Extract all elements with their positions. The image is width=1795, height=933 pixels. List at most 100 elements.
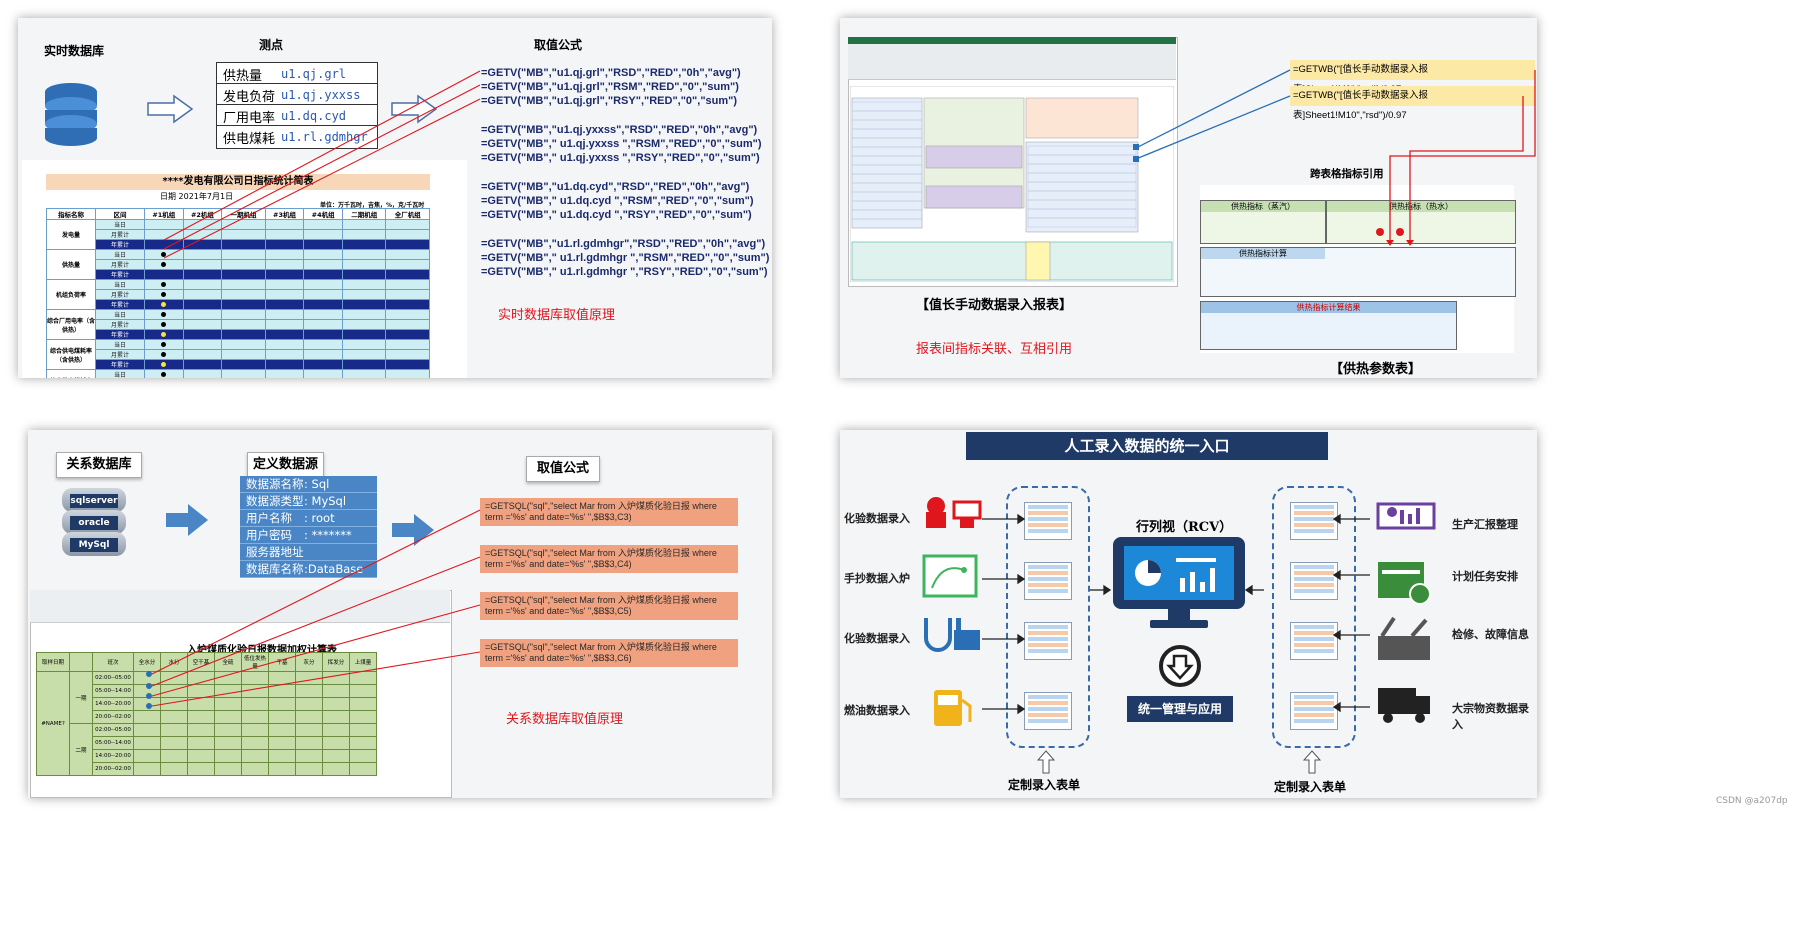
realtime-db-label: 实时数据库 (44, 44, 105, 58)
heat-calc-title: 供热指标计算 (1201, 248, 1325, 259)
value-cell (241, 736, 269, 750)
datasource-key: 服务器地址 (246, 545, 304, 559)
table-row: 20:00--02:00 (37, 710, 377, 724)
database-icon (45, 83, 97, 146)
thumbnail-line (1028, 571, 1068, 575)
right-entry-label: 生产汇报整理 (1452, 518, 1518, 531)
truck-icon (1378, 688, 1430, 723)
table-header-cell: 全厂机组 (385, 208, 430, 220)
thumbnail-line (1294, 625, 1334, 629)
form-thumbnail (1290, 562, 1338, 600)
table-row: 月累计 (47, 229, 430, 240)
sql-sheet-title: 入炉煤质化验日报数据加权计算表 (187, 645, 337, 656)
heat-calc-block: 供热指标计算 (1200, 247, 1516, 297)
getsql-formula: =GETSQL("sql","select Mar from 入炉煤质化验日报 … (480, 545, 738, 573)
table-header-cell: 全硫 (214, 652, 242, 672)
point-name: 供电煤耗 (223, 131, 276, 147)
thumbnail-line (1294, 505, 1334, 509)
thumbnail-line (1294, 583, 1334, 587)
datasource-key: 数据源类型 (246, 494, 304, 508)
value-cell (295, 749, 323, 763)
getv-formula: =GETV("MB"," u1.rl.gdmhgr ","RSM","RED",… (481, 252, 770, 264)
unified-entry-title: 人工录入数据的统一入口 (966, 432, 1328, 460)
thumbnail-line (1294, 719, 1334, 723)
right-entry-label: 检修、故障信息 (1452, 628, 1529, 641)
getv-formula: =GETV("MB","u1.dq.cyd","RSD","RED","0h",… (481, 181, 750, 193)
table-header-cell: 全水分 (133, 652, 161, 672)
panel-unified-entry: 人工录入数据的统一入口 化验数据录入手抄数据入炉化验数据录入燃油数据录入 生产汇… (840, 430, 1537, 798)
thumbnail-line (1294, 707, 1334, 711)
monitor-icon (1113, 537, 1245, 628)
thumbnail-line (1028, 589, 1068, 593)
custom-form-caption-left: 定制录入表单 (1008, 778, 1081, 792)
up-arrow-icon (1303, 750, 1321, 774)
getsql-formula: =GETSQL("sql","select Mar from 入炉煤质化验日报 … (480, 592, 738, 620)
thumbnail-line (1294, 565, 1334, 569)
rcv-title: 行列视（RCV） (1136, 520, 1233, 535)
table-row: 年累计 (47, 359, 430, 370)
value-cell (295, 762, 323, 776)
table-row: 20:00--02:00 (37, 762, 377, 776)
thumbnail-line (1028, 713, 1068, 717)
value-cell (241, 749, 269, 763)
dot-marker (161, 262, 167, 267)
thumbnail-line (1028, 565, 1068, 569)
dot-marker (161, 362, 167, 367)
table-row: 年累计 (47, 269, 430, 280)
value-cell (349, 710, 377, 724)
point-name: 厂用电率 (223, 110, 276, 126)
row-label: 供热量 (46, 249, 96, 280)
thumbnail-line (1294, 713, 1334, 717)
thumbnail-line (1294, 517, 1334, 521)
dot-marker (161, 342, 167, 347)
caption-relational: 关系数据库取值原理 (506, 712, 624, 727)
dot-marker (161, 292, 167, 297)
form-thumbnail (1024, 502, 1072, 540)
db-name: sqlserver (70, 494, 118, 508)
value-cell (268, 762, 296, 776)
value-cell (322, 710, 350, 724)
dot-marker (161, 312, 167, 317)
value-cell (322, 723, 350, 737)
thumbnail-line (1294, 589, 1334, 593)
datasource-key: 数据库名称 (246, 562, 304, 576)
value-cell (160, 710, 188, 724)
row-label: 综合厂用电率（含供热） (46, 309, 96, 340)
up-arrow-icon (1037, 750, 1055, 774)
table-header-cell: 班次 (92, 652, 134, 672)
points-header: 测点 (259, 38, 284, 52)
fuel-pump-icon (934, 690, 972, 726)
cross-ref-label: 跨表格指标引用 (1310, 168, 1384, 180)
phase-cell: 二期 (69, 723, 93, 776)
left-entry-label: 化验数据录入 (844, 512, 910, 525)
table-row: 机组负荷率当日 (46, 279, 430, 310)
heat-result-block: 供热指标计算结果 (1200, 301, 1457, 350)
right-icons (1376, 502, 1436, 723)
thumbnail-line (1294, 529, 1334, 533)
right-forms-group (1272, 486, 1356, 748)
thumbnail-line (1028, 529, 1068, 533)
arrow-right-icon (391, 94, 438, 124)
value-cell (187, 762, 215, 776)
table-row: 综合供电煤耗率（不含供热）当日 (46, 369, 430, 378)
table-row: 14:00--20:00 (37, 697, 377, 711)
caption-realtime: 实时数据库取值原理 (498, 308, 616, 323)
getv-formula: =GETV("MB","u1.qj.yxxss","RSD","RED","0h… (481, 124, 758, 136)
getv-formula: =GETV("MB"," u1.dq.cyd ","RSM","RED","0"… (481, 195, 754, 207)
daily-indicator-table: 指标名称区间#1机组#2机组一期机组#3机组#4机组二期机组全厂机组发电量当日月… (46, 208, 430, 378)
shift-cell: 14:00--20:00 (92, 697, 134, 711)
point-code: u1.qj.grl (281, 67, 347, 81)
formula-tag: 取值公式 (526, 456, 600, 482)
sample-date-cell: #NAME? (36, 671, 70, 776)
value-cell (322, 697, 350, 711)
value-cell (322, 762, 350, 776)
shift-cell: 05:00--14:00 (92, 684, 134, 698)
left-icons (922, 497, 982, 726)
value-cell (214, 762, 242, 776)
value-cell (322, 684, 350, 698)
right-entry-label: 大宗物资数据录入 (1452, 702, 1529, 731)
custom-form-caption-right: 定制录入表单 (1274, 780, 1347, 794)
value-cell (349, 762, 377, 776)
